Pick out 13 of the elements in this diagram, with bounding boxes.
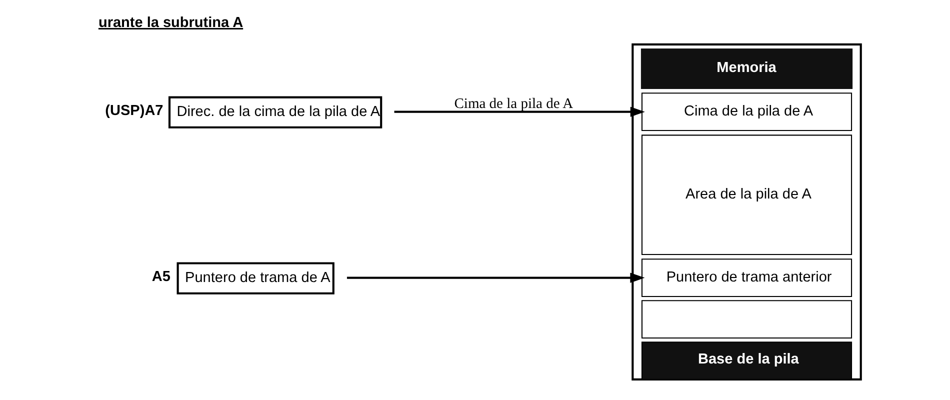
edge-label: Cima de la pila de A (454, 96, 573, 112)
node-box: Cima de la pila de A (640, 92, 852, 132)
arrow (346, 272, 644, 283)
arrow (394, 106, 644, 117)
node-box: Direc. de la cima de la pila de A (168, 96, 382, 128)
node-box: Puntero de trama de A (176, 262, 334, 294)
node-box: Base de la pila (640, 342, 852, 380)
node-box: Area de la pila de A (640, 134, 852, 255)
node-box (640, 300, 852, 338)
node-label: (USP)A7 (104, 103, 163, 120)
node-box: Puntero de trama anterior (640, 258, 852, 297)
node-label: A5 (151, 269, 170, 286)
diagram-title: urante la subrutina A (98, 14, 243, 31)
